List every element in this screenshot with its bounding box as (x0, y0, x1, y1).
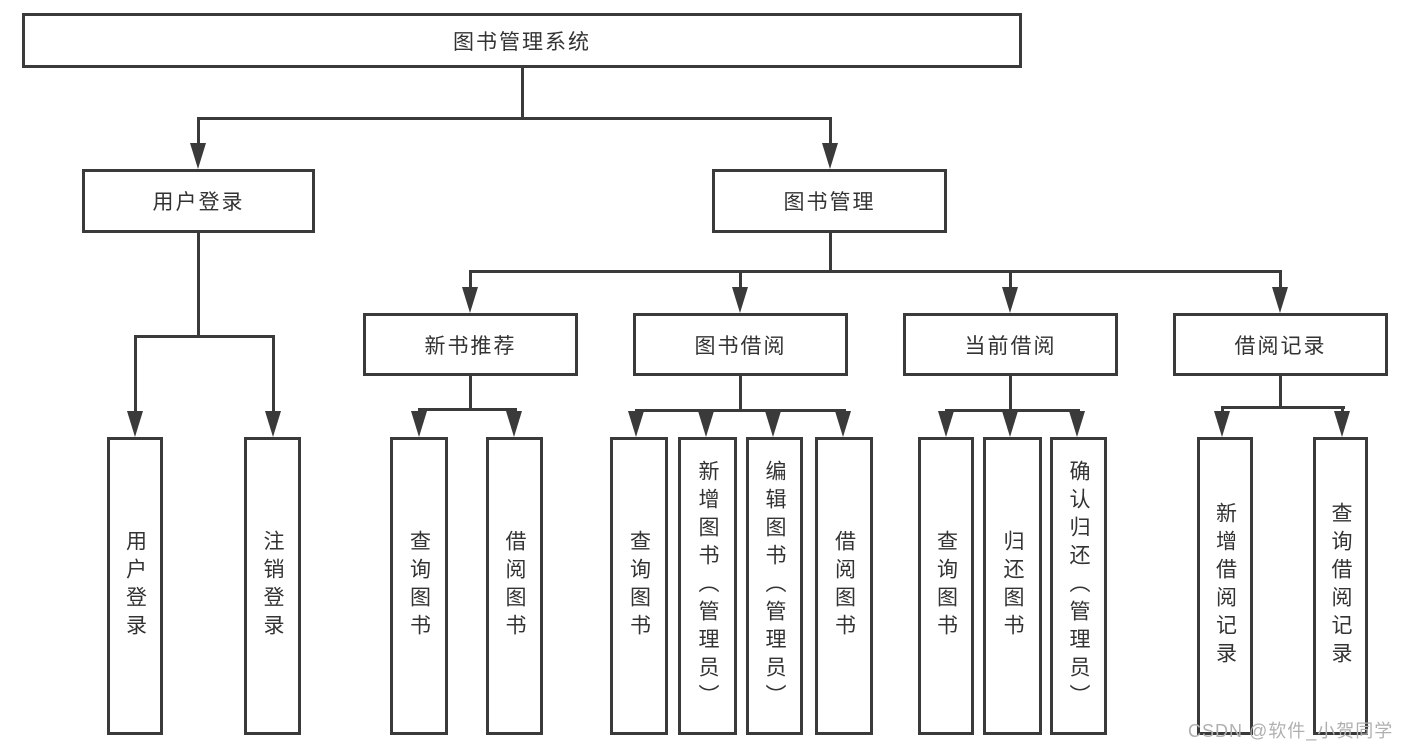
leaf-add-borrow-record: 新增借阅记录 (1197, 437, 1253, 735)
leaf-user-login: 用户登录 (107, 437, 163, 735)
leaf-borrow-books-1: 借阅图书 (486, 437, 543, 735)
node-book-borrow-label: 图书借阅 (694, 334, 787, 358)
connector-to-user-login-stem (197, 117, 200, 143)
connector-to-book-mgmt-stem (829, 117, 832, 143)
node-user-login: 用户登录 (82, 169, 315, 233)
node-user-login-label: 用户登录 (152, 191, 245, 214)
connector-to-borrow-records-stem (1279, 270, 1282, 287)
arrow-down-icon (1214, 411, 1230, 437)
arrow-down-icon (628, 411, 644, 437)
leaf-borrow-books-2-label: 借阅图书 (832, 530, 856, 642)
leaf-query-borrow-record-label: 查询借阅记录 (1329, 502, 1352, 670)
leaf-edit-books: 编辑图书（管理员） (746, 437, 803, 735)
arrow-down-icon (938, 411, 954, 437)
connector-book-mgmt-stem (829, 233, 832, 270)
arrow-down-icon (1272, 287, 1288, 313)
leaf-confirm-return-label: 确认归还（管理员） (1067, 460, 1090, 712)
leaf-confirm-return: 确认归还（管理员） (1050, 437, 1107, 735)
node-borrow-records-label: 借阅记录 (1234, 334, 1327, 358)
node-current-borrow: 当前借阅 (903, 313, 1118, 376)
connector-current-borrow-stem (1009, 376, 1012, 409)
connector-leaf-stem (134, 335, 137, 411)
node-root-label: 图书管理系统 (453, 30, 591, 54)
arrow-down-icon (1002, 287, 1018, 313)
leaf-logout-label: 注销登录 (261, 530, 284, 642)
csdn-watermark: CSDN @软件_小贺同学 (1188, 721, 1394, 741)
connector-borrow-records-stem (1279, 376, 1282, 406)
arrow-down-icon (698, 411, 714, 437)
connector-to-book-borrow-stem (739, 270, 742, 287)
arrow-down-icon (765, 411, 781, 437)
leaf-query-books-3-label: 查询图书 (934, 530, 958, 642)
arrow-down-icon (127, 411, 143, 437)
arrow-down-icon (1069, 411, 1085, 437)
arrow-down-icon (732, 287, 748, 313)
leaf-add-borrow-record-label: 新增借阅记录 (1213, 502, 1237, 670)
arrow-down-icon (265, 411, 281, 437)
node-new-book-rec-label: 新书推荐 (424, 334, 517, 358)
node-book-borrow: 图书借阅 (633, 313, 848, 376)
connector-new-book-stem (469, 376, 472, 408)
leaf-query-books-1-label: 查询图书 (407, 530, 431, 642)
arrow-down-icon (411, 411, 427, 437)
leaf-query-books-1: 查询图书 (390, 437, 448, 735)
leaf-return-books: 归还图书 (983, 437, 1042, 735)
node-borrow-records: 借阅记录 (1173, 313, 1388, 376)
node-root: 图书管理系统 (22, 13, 1022, 68)
connector-current-borrow-hbar (945, 409, 1080, 412)
arrow-down-icon (1002, 411, 1018, 437)
connector-root-hbar (197, 117, 832, 120)
connector-leaf-stem (272, 335, 275, 411)
leaf-query-books-3: 查询图书 (918, 437, 974, 735)
leaf-borrow-books-1-label: 借阅图书 (503, 530, 526, 642)
leaf-borrow-books-2: 借阅图书 (815, 437, 873, 735)
arrow-down-icon (462, 287, 478, 313)
connector-new-book-hbar (418, 408, 517, 411)
leaf-edit-books-label: 编辑图书（管理员） (763, 460, 786, 712)
node-new-book-rec: 新书推荐 (363, 313, 578, 376)
connector-book-borrow-hbar (635, 409, 846, 412)
arrow-down-icon (506, 411, 522, 437)
leaf-query-borrow-record: 查询借阅记录 (1313, 437, 1368, 735)
connector-user-login-hbar (134, 335, 275, 338)
connector-to-new-book-stem (469, 270, 472, 287)
connector-root-stem (521, 68, 524, 117)
node-current-borrow-label: 当前借阅 (964, 334, 1057, 358)
node-book-mgmt-label: 图书管理 (783, 191, 876, 214)
connector-borrow-records-hbar (1221, 406, 1345, 409)
leaf-add-books-label: 新增图书（管理员） (696, 460, 719, 712)
arrow-down-icon (1334, 411, 1350, 437)
arrow-down-icon (190, 143, 206, 169)
leaf-logout: 注销登录 (244, 437, 301, 735)
connector-leaf-stem (1341, 406, 1344, 411)
leaf-add-books: 新增图书（管理员） (678, 437, 737, 735)
connector-user-login-stem (197, 233, 200, 335)
connector-book-mgmt-hbar (469, 270, 1282, 273)
arrow-down-icon (822, 143, 838, 169)
connector-to-current-borrow-stem (1009, 270, 1012, 287)
connector-leaf-stem (1221, 406, 1224, 411)
leaf-user-login-label: 用户登录 (123, 530, 147, 642)
arrow-down-icon (835, 411, 851, 437)
connector-book-borrow-stem (739, 376, 742, 409)
leaf-query-books-2-label: 查询图书 (627, 530, 651, 642)
leaf-return-books-label: 归还图书 (1001, 530, 1024, 642)
leaf-query-books-2: 查询图书 (610, 437, 668, 735)
node-book-mgmt: 图书管理 (712, 169, 947, 233)
